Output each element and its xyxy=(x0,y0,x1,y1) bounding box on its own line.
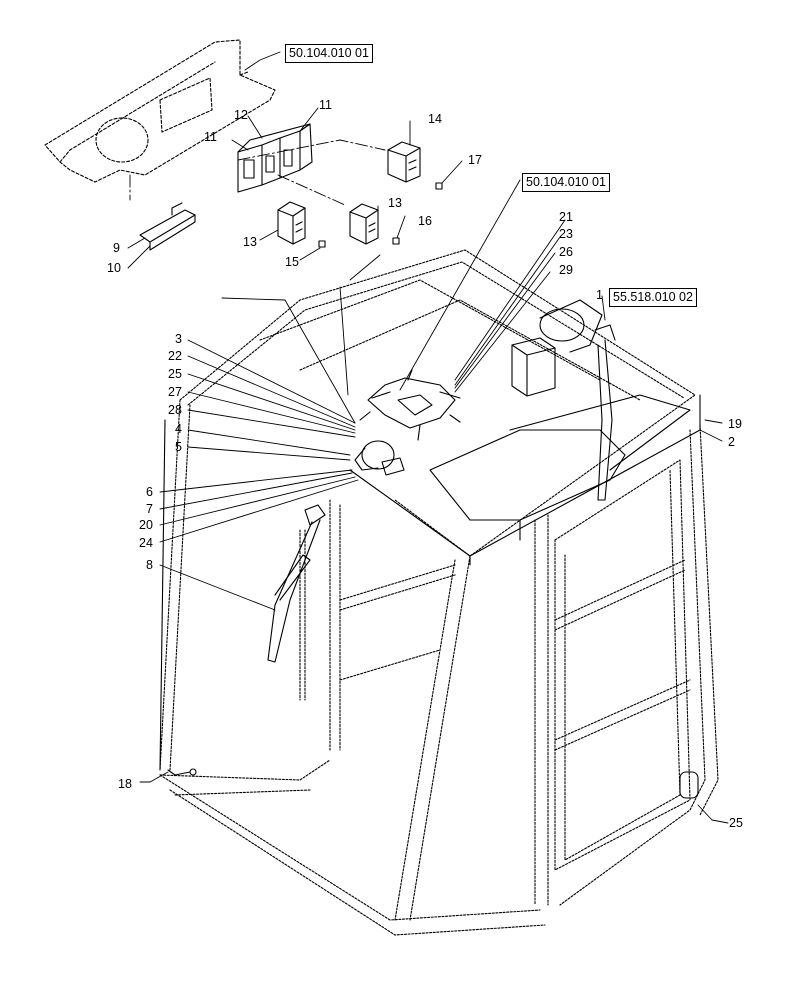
callout-7: 7 xyxy=(146,502,153,516)
callout-20: 20 xyxy=(139,518,153,532)
reference-fan[interactable]: 50.104.010 01 xyxy=(522,173,610,192)
callout-25-right: 25 xyxy=(729,816,743,830)
wiper-motor xyxy=(539,299,616,353)
courtesy-lamp xyxy=(679,771,699,799)
callout-15: 15 xyxy=(285,255,299,269)
roof-solid-edges xyxy=(159,394,701,771)
assembly-lines xyxy=(129,139,386,206)
callout-8: 8 xyxy=(146,558,153,572)
callout-9: 9 xyxy=(113,241,120,255)
switch-14 xyxy=(387,141,421,183)
small-box xyxy=(511,337,556,397)
callout-23: 23 xyxy=(559,227,573,241)
heater-blower xyxy=(354,440,405,476)
callout-27: 27 xyxy=(168,385,182,399)
callout-17: 17 xyxy=(468,153,482,167)
callout-10: 10 xyxy=(107,261,121,275)
callout-13-right: 13 xyxy=(388,196,402,210)
cab-frame xyxy=(159,249,719,936)
callout-29: 29 xyxy=(559,263,573,277)
switch-block xyxy=(237,123,313,193)
callout-4: 4 xyxy=(175,422,182,436)
callout-16: 16 xyxy=(418,214,432,228)
callout-19: 19 xyxy=(728,417,742,431)
front-wiper-arm xyxy=(267,504,326,663)
callout-12: 12 xyxy=(234,108,248,122)
callout-22: 22 xyxy=(168,349,182,363)
small-clips xyxy=(318,182,443,248)
headliner-panel xyxy=(44,39,276,183)
callout-21: 21 xyxy=(559,210,573,224)
switch-13-right xyxy=(349,203,379,245)
callout-24: 24 xyxy=(139,536,153,550)
switch-13-left xyxy=(277,201,306,245)
callout-14: 14 xyxy=(428,112,442,126)
fan-assembly xyxy=(359,369,461,441)
callout-11-left: 11 xyxy=(204,130,217,144)
roof-duct xyxy=(429,394,691,541)
callout-28: 28 xyxy=(168,403,182,417)
callout-13-left: 13 xyxy=(243,235,257,249)
callout-25-left: 25 xyxy=(168,367,182,381)
callout-1: 1 xyxy=(596,288,603,302)
switch-bracket xyxy=(139,202,196,251)
callout-26: 26 xyxy=(559,245,573,259)
reference-top-left[interactable]: 50.104.010 01 xyxy=(285,44,373,63)
callout-18: 18 xyxy=(118,777,132,791)
reference-wiper-motor[interactable]: 55.518.010 02 xyxy=(609,288,697,307)
callout-11-right: 11 xyxy=(319,98,332,112)
callout-2: 2 xyxy=(728,435,735,449)
leader-lines xyxy=(127,51,729,824)
callout-5: 5 xyxy=(175,440,182,454)
callout-3: 3 xyxy=(175,332,182,346)
wire-hook xyxy=(167,768,197,776)
callout-6: 6 xyxy=(146,485,153,499)
rear-wiper-arm xyxy=(597,339,613,501)
